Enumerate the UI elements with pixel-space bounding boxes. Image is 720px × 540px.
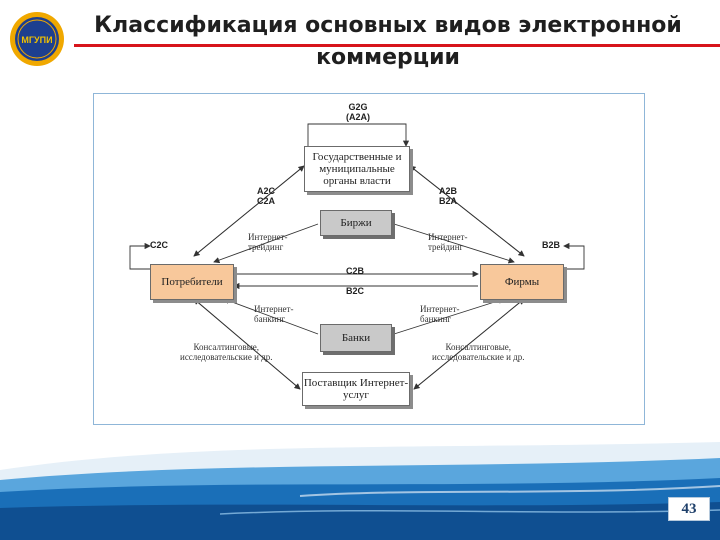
node-government-label: Государственные и муниципальные органы в… — [312, 151, 402, 187]
node-banks-label: Банки — [341, 332, 371, 344]
node-isp-label: Поставщик Интернет-услуг — [303, 377, 409, 401]
arrow-firms-gov — [409, 165, 525, 257]
g2g-loop-arrow — [307, 123, 410, 147]
logo-text: МГУПИ — [21, 35, 52, 45]
node-firms: Фирмы — [480, 264, 564, 300]
code-c2c: C2C — [149, 240, 168, 250]
slide-title: Классификация основных видов электронной… — [78, 10, 698, 74]
label-banking-right: Интернет- банкинг — [420, 304, 460, 324]
node-exchanges: Биржи — [320, 210, 392, 236]
diagram-frame: Государственные и муниципальные органы в… — [93, 93, 645, 425]
code-b2b: B2B — [541, 240, 560, 250]
node-firms-label: Фирмы — [504, 276, 540, 288]
university-logo: МГУПИ — [10, 12, 64, 66]
arrow-exchanges-firms — [393, 223, 515, 264]
footer-swoosh — [0, 442, 720, 540]
node-government: Государственные и муниципальные органы в… — [304, 146, 410, 192]
code-g2g: G2G (A2A) — [346, 102, 370, 122]
label-trading-right: Интернет- трейдинг — [428, 232, 468, 252]
code-a2c: A2C C2A — [256, 186, 275, 206]
title-rule — [74, 44, 720, 47]
title-line-2: коммерции — [316, 45, 460, 70]
label-consulting-right: Консалтинговые, исследовательские и др. — [432, 342, 525, 362]
node-exchanges-label: Биржи — [340, 217, 372, 229]
page-number: 43 — [668, 497, 710, 521]
arrow-isp-firms — [413, 298, 525, 390]
code-b2c: B2C — [345, 286, 364, 296]
label-trading-left: Интернет- трейдинг — [248, 232, 288, 252]
arrow-isp-consumers — [193, 298, 301, 390]
diagram-arrows — [129, 123, 585, 390]
c2c-loop-arrow — [129, 242, 151, 270]
arrow-consumers-gov — [193, 165, 305, 257]
title-line-1: Классификация основных видов электронной — [94, 13, 682, 38]
label-consulting-left: Консалтинговые, исследовательские и др. — [180, 342, 273, 362]
arrow-banks-firms — [393, 297, 505, 335]
node-consumers: Потребители — [150, 264, 234, 300]
arrow-banks-consumers — [223, 297, 319, 335]
code-c2b: C2B — [345, 266, 364, 276]
node-banks: Банки — [320, 324, 392, 352]
node-isp: Поставщик Интернет-услуг — [302, 372, 410, 406]
b2b-loop-arrow — [563, 242, 585, 270]
node-consumers-label: Потребители — [161, 276, 223, 288]
code-a2b: A2B B2A — [438, 186, 457, 206]
label-banking-left: Интернет- банкинг — [254, 304, 294, 324]
arrow-exchanges-consumers — [213, 223, 319, 264]
